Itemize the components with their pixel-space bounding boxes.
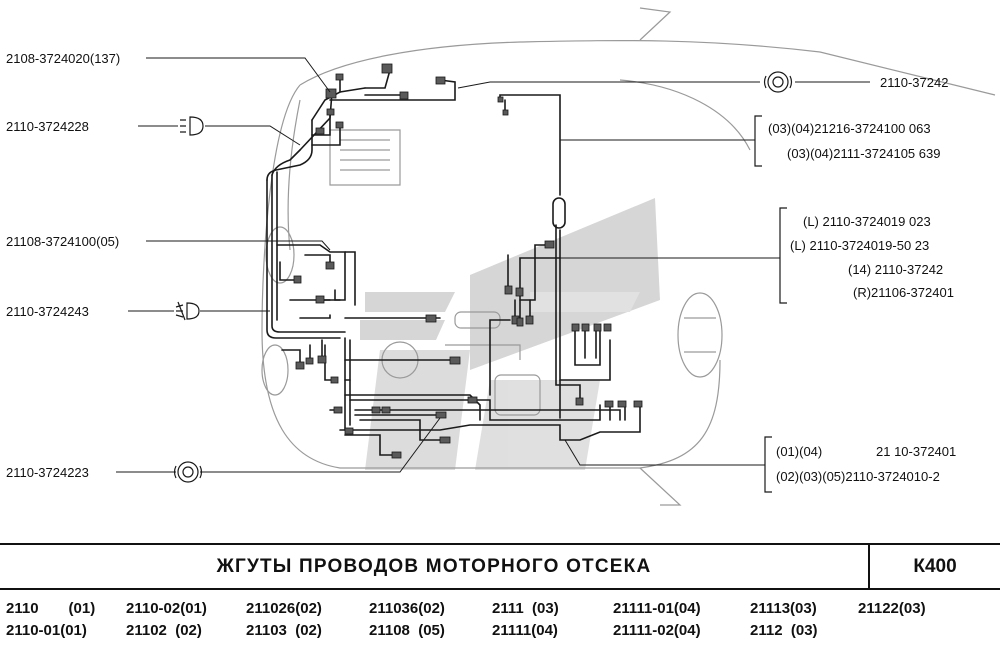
page-code: К400	[913, 556, 957, 577]
headlamp-icon	[180, 116, 204, 136]
model-21113: 21113(03)	[750, 600, 817, 617]
label-2110-3724228: 2110-3724228	[6, 119, 89, 134]
model-21102: 21102 (02)	[126, 622, 202, 639]
label-group3-a-part: 21 10-372401	[876, 444, 957, 459]
model-2112: 2112 (03)	[750, 622, 818, 639]
connectors	[293, 63, 643, 459]
label-2110-3724223: 2110-3724223	[6, 465, 89, 480]
model-21103: 21103 (02)	[246, 622, 322, 639]
wiring-diagram	[116, 7, 996, 506]
model-2110: 2110 (01)	[6, 600, 95, 618]
label-group1-b: (03)(04)2111-3724105 639	[787, 146, 941, 161]
label-21108-3724100: 21108-3724100(05)	[6, 234, 120, 249]
car-outline	[261, 7, 996, 506]
model-2111: 2111 (03)	[492, 600, 559, 617]
component-icons	[173, 71, 793, 483]
horn-icon-top	[763, 71, 793, 93]
model-211036: 211036(02)	[369, 600, 445, 617]
model-21111-01: 21111-01(04)	[613, 600, 701, 617]
model-2110-code: (01)	[68, 600, 96, 617]
model-21108: 21108 (05)	[369, 622, 445, 639]
label-group2-d: (R)21106-372401	[853, 285, 954, 300]
model-21111: 21111(04)	[492, 622, 558, 639]
wiring-harness	[266, 69, 641, 456]
brackets	[754, 115, 787, 493]
label-group2-a: (L) 2110-3724019 023	[803, 214, 931, 229]
model-21111-02: 21111-02(04)	[613, 622, 701, 639]
title-divider	[868, 545, 870, 588]
label-group1-a: (03)(04)21216-3724100 063	[768, 121, 931, 136]
model-2110-name: 2110	[6, 600, 39, 617]
page-title: ЖГУТЫ ПРОВОДОВ МОТОРНОГО ОТСЕКА	[216, 556, 652, 577]
fuse-element	[552, 197, 566, 229]
label-right-top: 2110-37242	[880, 75, 949, 90]
title-bar: ЖГУТЫ ПРОВОДОВ МОТОРНОГО ОТСЕКА К400	[0, 543, 1000, 590]
model-2110-01: 2110-01(01)	[6, 622, 87, 639]
label-group2-c: (14) 2110-37242	[848, 262, 944, 277]
label-group3-a-options: (01)(04)	[776, 444, 823, 459]
label-2110-3724243: 2110-3724243	[6, 304, 89, 319]
model-211026: 211026(02)	[246, 600, 322, 617]
label-2108-3724020: 2108-3724020(137)	[6, 51, 121, 66]
horn-icon-bottom	[173, 461, 203, 483]
model-2110-02: 2110-02(01)	[126, 600, 207, 617]
label-group3-b: (02)(03)(05)2110-3724010-2	[776, 469, 940, 484]
fog-lamp-icon	[175, 301, 200, 321]
label-group2-b: (L) 2110-3724019-50 23	[790, 238, 930, 253]
leader-lines	[116, 57, 870, 473]
model-21122: 21122(03)	[858, 600, 926, 617]
